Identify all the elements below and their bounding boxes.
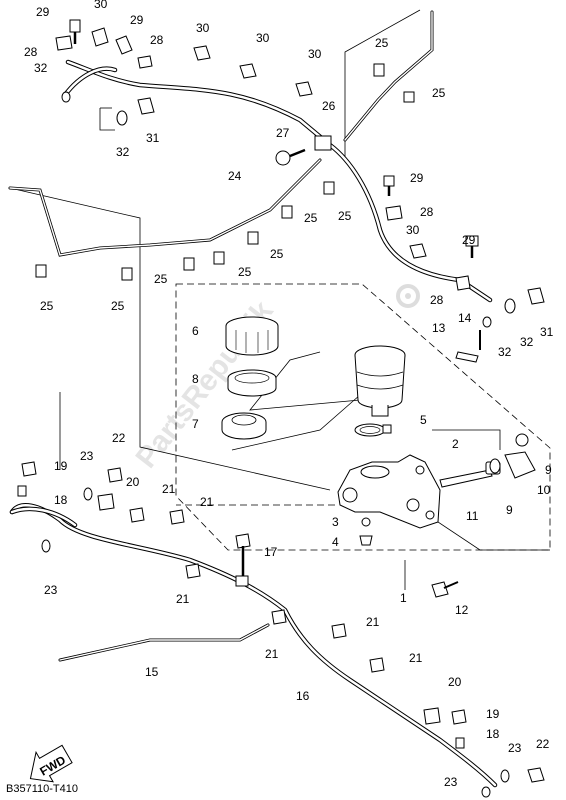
callout-30: 30 (406, 223, 420, 237)
callout-21: 21 (265, 647, 279, 661)
callout-20: 20 (448, 675, 462, 689)
master-cylinder-body (337, 454, 441, 529)
clevis-10 (504, 433, 536, 479)
fittings (17, 19, 545, 798)
callout-28: 28 (430, 293, 444, 307)
callout-25: 25 (432, 86, 446, 100)
dashed-group-outline (175, 283, 551, 551)
callout-12: 12 (455, 603, 469, 617)
lower-brake-hose-16 (9, 503, 498, 788)
callout-21: 21 (162, 482, 176, 496)
diaphragm (221, 412, 267, 440)
callouts: 1234567899101112131415161718181919202021… (24, 0, 554, 789)
hose-clamp-5 (354, 423, 392, 437)
callout-30: 30 (94, 0, 108, 11)
callout-25: 25 (270, 247, 284, 261)
callout-25: 25 (338, 209, 352, 223)
callout-25: 25 (111, 299, 125, 313)
callout-28: 28 (150, 33, 164, 47)
leader-lines (9, 9, 550, 590)
callout-9: 9 (506, 503, 513, 517)
pin-13 (455, 351, 479, 363)
callout-25: 25 (40, 299, 54, 313)
callout-10: 10 (537, 483, 551, 497)
callout-17: 17 (264, 545, 278, 559)
callout-6: 6 (192, 324, 199, 338)
upper-brake-hose (62, 59, 493, 303)
callout-30: 30 (308, 47, 322, 61)
callout-19: 19 (54, 459, 68, 473)
callout-20: 20 (126, 475, 140, 489)
callout-23: 23 (444, 775, 458, 789)
reservoir-tank (354, 345, 406, 417)
bolt-4 (359, 535, 373, 546)
reservoir-cap (225, 316, 279, 356)
callout-28: 28 (24, 45, 38, 59)
callout-25: 25 (304, 211, 318, 225)
callout-32: 32 (34, 61, 48, 75)
callout-26: 26 (322, 99, 336, 113)
callout-30: 30 (196, 21, 210, 35)
callout-32: 32 (498, 345, 512, 359)
callout-15: 15 (145, 665, 159, 679)
callout-32: 32 (116, 145, 130, 159)
callout-21: 21 (366, 615, 380, 629)
callout-29: 29 (410, 171, 424, 185)
callout-18: 18 (486, 727, 500, 741)
bolt-12 (431, 581, 459, 598)
callout-5: 5 (420, 413, 427, 427)
callout-23: 23 (44, 583, 58, 597)
callout-18: 18 (54, 493, 68, 507)
brake-pipe-15 (58, 623, 270, 662)
callout-22: 22 (112, 431, 126, 445)
callout-23: 23 (80, 449, 94, 463)
callout-25: 25 (375, 36, 389, 50)
callout-30: 30 (256, 31, 270, 45)
callout-29: 29 (130, 13, 144, 27)
callout-9: 9 (545, 463, 552, 477)
callout-25: 25 (154, 272, 168, 286)
callout-24: 24 (228, 169, 242, 183)
callout-31: 31 (146, 131, 160, 145)
watermark-gear-icon (396, 284, 420, 308)
cap-plate (227, 369, 277, 397)
brake-pipe-24 (8, 158, 322, 257)
callout-21: 21 (409, 651, 423, 665)
callout-27: 27 (276, 126, 290, 140)
callout-2: 2 (452, 437, 459, 451)
callout-22: 22 (536, 737, 550, 751)
upper-right-brake-pipe (343, 10, 434, 142)
bolt-3 (361, 517, 371, 527)
callout-21: 21 (176, 592, 190, 606)
callout-29: 29 (36, 5, 50, 19)
callout-14: 14 (458, 311, 472, 325)
callout-31: 31 (540, 325, 554, 339)
diagram-code: B357110-T410 (6, 783, 78, 795)
callout-1: 1 (400, 591, 407, 605)
callout-25: 25 (238, 265, 252, 279)
callout-4: 4 (332, 535, 339, 549)
callout-8: 8 (192, 372, 199, 386)
callout-11: 11 (466, 509, 479, 523)
callout-21: 21 (200, 495, 214, 509)
callout-19: 19 (486, 707, 500, 721)
callout-3: 3 (332, 515, 339, 529)
callout-23: 23 (508, 741, 522, 755)
callout-32: 32 (520, 335, 534, 349)
callout-13: 13 (432, 321, 446, 335)
callout-28: 28 (420, 205, 434, 219)
callout-16: 16 (296, 689, 310, 703)
callout-29: 29 (462, 233, 476, 247)
callout-7: 7 (192, 417, 199, 431)
